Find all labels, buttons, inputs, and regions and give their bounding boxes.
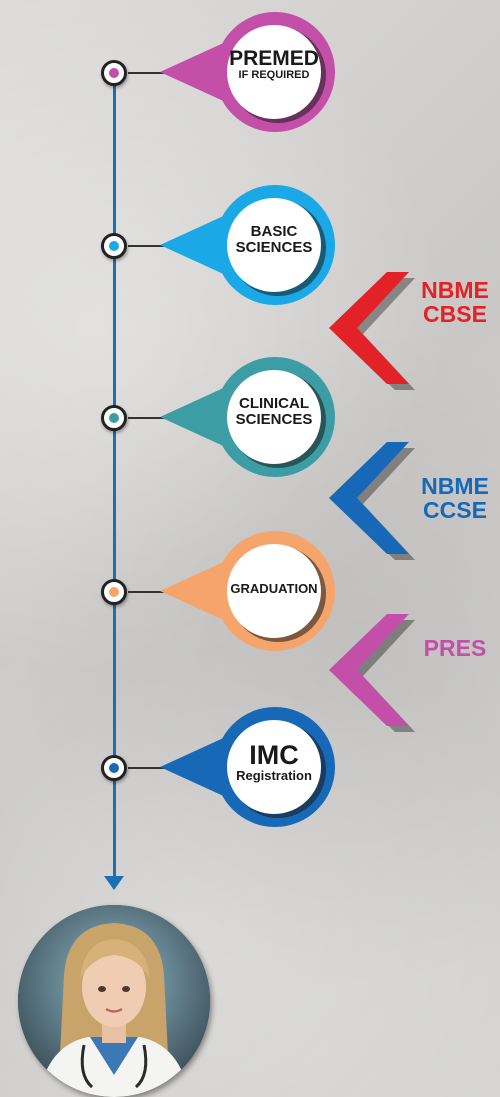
node-dot-clinical [109, 413, 119, 423]
connector-basic [128, 245, 168, 247]
timeline-node-graduation [101, 579, 127, 605]
exam-title-ccse: NBME [421, 473, 489, 499]
step-graduation: GRADUATION [160, 531, 340, 651]
connector-imc [128, 767, 168, 769]
step-label-basic: BASIC SCIENCES [220, 224, 328, 256]
timeline-node-premed [101, 60, 127, 86]
pin-shape-clinical [160, 357, 335, 477]
connector-premed [128, 72, 168, 74]
doctor-avatar [18, 905, 210, 1097]
exam-title-pres: PRES [423, 635, 487, 661]
pin-shape-premed [160, 12, 335, 132]
pin-shape-graduation [160, 531, 335, 651]
timeline-arrow [104, 876, 124, 890]
doctor-portrait [18, 905, 210, 1097]
exam-subtitle-cbse: CBSE [423, 301, 487, 328]
step-title-basic: BASIC [250, 223, 298, 240]
connector-clinical [128, 417, 168, 419]
step-subtitle-premed: IF REQUIRED [238, 69, 310, 82]
step-title-imc: IMC [249, 740, 299, 770]
pin-shape-imc [160, 707, 335, 827]
node-dot-premed [109, 68, 119, 78]
node-dot-imc [109, 763, 119, 773]
step-subtitle-imc: Registration [236, 768, 312, 784]
step-label-imc: IMC Registration [220, 741, 328, 783]
step-subtitle-clinical: SCIENCES [235, 410, 313, 428]
timeline-line [113, 72, 116, 887]
chevron-icon-ccse [329, 442, 415, 560]
timeline-node-basic [101, 233, 127, 259]
exam-chevron-cbse [325, 270, 415, 390]
step-title-premed: PREMED [229, 47, 319, 70]
timeline-node-clinical [101, 405, 127, 431]
step-title-clinical: CLINICAL [239, 395, 309, 412]
step-imc-registration: IMC Registration [160, 707, 340, 827]
step-label-graduation: GRADUATION [220, 582, 328, 596]
step-label-premed: PREMED IF REQUIRED [220, 47, 328, 82]
exam-title-cbse: NBME [421, 277, 489, 303]
chevron-icon-cbse [329, 272, 415, 390]
step-clinical-sciences: CLINICAL SCIENCES [160, 357, 340, 477]
step-basic-sciences: BASIC SCIENCES [160, 185, 340, 305]
chevron-icon-pres [329, 614, 415, 732]
exam-chevron-pres [325, 612, 415, 732]
step-label-clinical: CLINICAL SCIENCES [220, 396, 328, 428]
exam-chevron-ccse [325, 440, 415, 560]
pin-shape-basic [160, 185, 335, 305]
timeline-node-imc [101, 755, 127, 781]
node-dot-graduation [109, 587, 119, 597]
step-premed: PREMED IF REQUIRED [160, 12, 340, 132]
exam-label-cbse: NBME CBSE [415, 278, 495, 326]
step-title-graduation: GRADUATION [230, 581, 318, 596]
exam-subtitle-ccse: CCSE [423, 497, 487, 524]
node-dot-basic [109, 241, 119, 251]
connector-graduation [128, 591, 168, 593]
exam-label-ccse: NBME CCSE [415, 474, 495, 522]
exam-label-pres: PRES [415, 636, 495, 660]
step-subtitle-basic: SCIENCES [235, 238, 313, 256]
